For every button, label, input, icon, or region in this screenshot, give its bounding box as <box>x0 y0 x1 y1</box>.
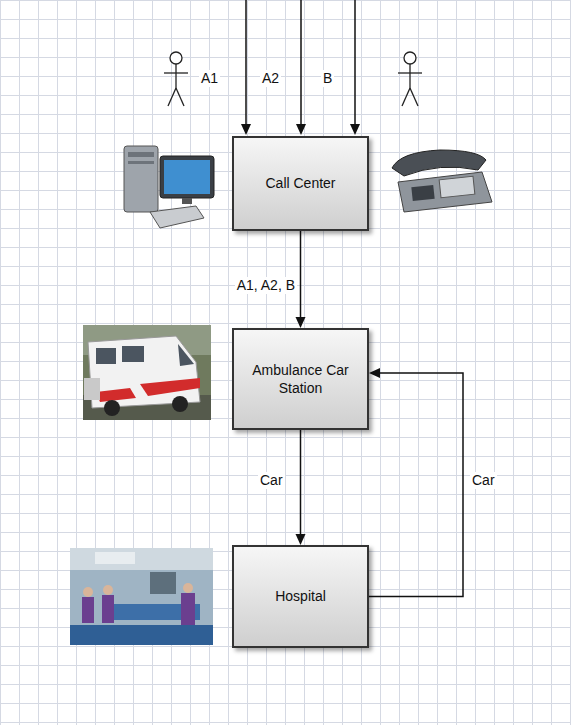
box-label: Ambulance Car Station <box>242 361 359 397</box>
box-label: Call Center <box>265 174 335 192</box>
incoming-arrows <box>246 0 355 126</box>
actor-figure <box>164 52 188 106</box>
process-box: Hospital <box>232 545 369 648</box>
process-box: Ambulance Car Station <box>232 328 369 430</box>
flow-label: A2 <box>260 70 281 87</box>
box-text-group: Hospital <box>275 587 326 605</box>
flow-label: A1 <box>199 70 220 87</box>
flow-connector <box>296 430 306 545</box>
box-text-group: Ambulance Car Station <box>242 361 359 397</box>
actor-figure <box>398 52 422 106</box>
connector-label: Car <box>258 472 285 489</box>
hospital-photo <box>70 548 213 645</box>
process-box: Call Center <box>232 136 369 231</box>
arrowheads <box>241 124 360 135</box>
flow-connector <box>369 368 463 597</box>
telephone-icon <box>392 150 492 212</box>
box-label: Hospital <box>275 587 326 605</box>
ambulance-photo <box>83 325 211 420</box>
connector-label: A1, A2, B <box>235 277 297 294</box>
flow-connector <box>296 231 306 328</box>
box-text-group: Call Center <box>265 174 335 192</box>
flow-label: B <box>321 70 334 87</box>
connector-label: Car <box>470 472 497 489</box>
computer-icon <box>124 146 214 228</box>
